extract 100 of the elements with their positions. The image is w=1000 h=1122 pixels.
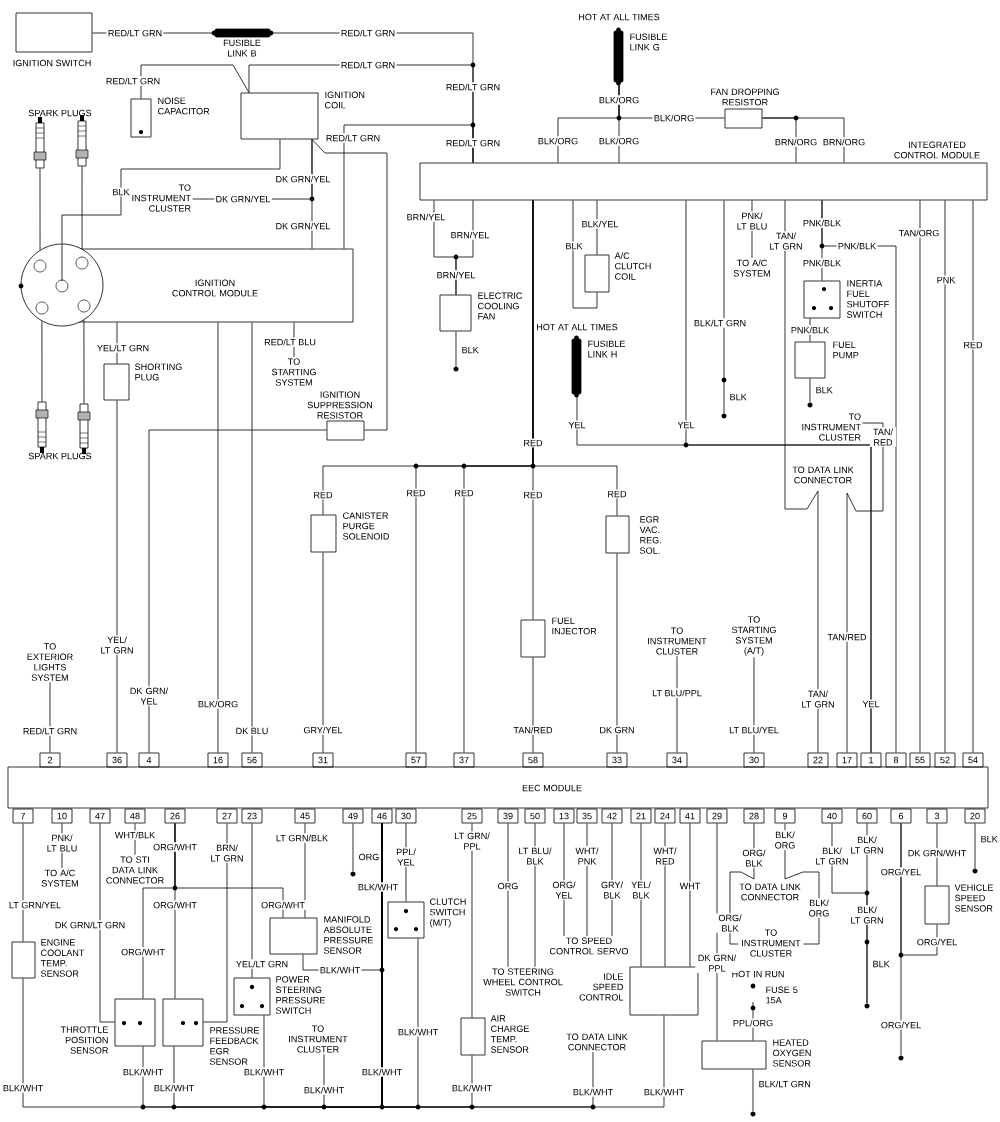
terminal-box: 6 [890,808,912,824]
wire [685,200,872,753]
wire-label: BLK/WHT [642,1087,686,1097]
wire-label: PPL/ORG [731,1018,775,1028]
wire [455,200,474,295]
terminal-box: 47 [89,808,111,824]
component-box: FUEL PUMP [794,341,859,379]
node-label: CLUTCH SWITCH (M/T) [430,898,466,928]
node-label: IGNITION SWITCH [13,59,91,67]
wire-label: BLK/WHT [356,882,400,892]
destination-label: TO EXTERIOR LIGHTS SYSTEM [27,643,73,681]
destination-label: TO INSTRUMENT CLUSTER [742,929,801,957]
node-label: POWER STEERING PRESSURE SWITCH [276,976,326,1014]
component-box: ELECTRIC COOLING FAN [439,292,523,332]
terminal-box: 56 [241,752,263,768]
fuse: HOT IN RUN FUSE 5 15A [732,970,798,1011]
terminal-box: 20 [964,808,986,824]
wire [616,553,618,753]
component-box: THROTTLE POSITION SENSOR [60,998,156,1054]
wire-label: BLK/WHT [318,965,362,975]
terminal-box: 17 [836,752,858,768]
component-box: EGR VAC. REG. SOL. [605,515,661,554]
terminal-box: 27 [216,808,238,824]
component-box: NOISE CAPACITOR [130,97,210,138]
wire-label: LT GRN/BLK [274,833,330,843]
node-label: INERTIA FUEL SHUTOFF SWITCH [847,280,889,318]
wire-label: LT BLU/YEL [727,725,781,735]
terminal-box: 23 [241,808,263,824]
terminal-box: 48 [124,808,146,824]
wire-label: BLK/WHT [121,1067,165,1077]
terminal-box: 24 [654,808,676,824]
wire-label: RED/LT GRN [106,28,164,38]
wire [61,139,281,244]
terminal-box: 39 [497,808,519,824]
wire [455,331,457,367]
wire [974,823,976,869]
wire-label: DK GRN/WHT [906,848,968,858]
node-label: CANISTER PURGE SOLENOID [343,512,390,540]
terminal-box: 34 [666,752,688,768]
wire-label: BLK [564,241,584,251]
fusible-link: HOT AT ALL TIMES FUSIBLE LINK G [579,13,667,86]
wire [22,823,24,942]
component-box: CANISTER PURGE SOLENOID [310,512,390,553]
wire-label: DK GRN [598,725,636,735]
wire-label: ORG/WHT [151,900,199,910]
destination-label: TO INSTRUMENT CLUSTER [802,413,861,441]
part-label: SPARK PLUGS [28,452,92,460]
destination-label: TO STARTING SYSTEM [271,358,316,386]
terminal-box: 1 [860,752,882,768]
wire [821,200,897,753]
wire-label: RED/LT GRN [104,76,162,86]
wire-label: RED [522,490,544,500]
destination-label: TO INSTRUMENT CLUSTER [289,1025,348,1053]
component-box: MANIFOLD ABSOLUTE PRESSURE SENSOR [269,916,374,955]
wire-label: RED [522,438,544,448]
wire-label: YEL [676,420,696,430]
wire [664,823,666,967]
wire [99,823,115,1023]
wire-label: BLK/ ORG [805,898,833,918]
component-box: IGNITION SWITCH [13,12,93,67]
wire [784,200,819,753]
wire-label: BLK/YEL [580,219,620,229]
node-label: IGNITION SUPPRESSION RESISTOR [307,391,373,419]
node-label: FAN DROPPING RESISTOR [711,88,779,106]
fusible-link: HOT AT ALL TIMES FUSIBLE LINK H [537,323,625,398]
wire [596,200,598,255]
wire-label: RED/LT GRN [339,28,397,38]
wire-label: LT GRN/ PPL [451,831,493,851]
terminal-box: 8 [885,752,907,768]
wire [217,322,219,753]
ground-terminal [750,1111,756,1117]
spark-plug [77,403,91,454]
wire [381,823,665,1108]
wire [532,657,534,753]
wire-label: RED/LT BLU [262,337,318,347]
component-box: AIR CHARGE TEMP. SENSOR [460,1015,529,1056]
ground-terminal [864,1003,870,1009]
node-label: NOISE CAPACITOR [158,97,210,115]
wire [41,320,43,402]
wire-label: TAN/ LT GRN [798,689,838,709]
wire-label: PNK/BLK [789,325,831,335]
wire [532,200,618,516]
wire [752,1069,754,1112]
wire [352,823,354,872]
wire-label: BLK/ORG [196,699,240,709]
wire-label: YEL [567,420,587,430]
wire-label: LT BLU/PPL [650,688,704,698]
wire-label: RED/LT GRN [339,60,397,70]
wire-label: PNK/ LT BLU [43,833,81,853]
wire [39,168,41,251]
wire-label: TAN/ORG [897,228,941,238]
wire-label: DK GRN/ YEL [127,686,171,706]
node-label: ELECTRIC COOLING FAN [478,292,523,320]
destination-label: TO STARTING SYSTEM (A/T) [731,616,776,656]
wire-label: GRY/ BLK [598,880,626,900]
wire-label: PNK/ LT BLU [733,211,771,231]
component-box: IGNITION SUPPRESSION RESISTOR [307,391,372,441]
wire-label: BLK/WHT [302,1085,346,1095]
terminal-box: 4 [138,752,160,768]
node-label: IDLE SPEED CONTROL [579,973,624,1001]
